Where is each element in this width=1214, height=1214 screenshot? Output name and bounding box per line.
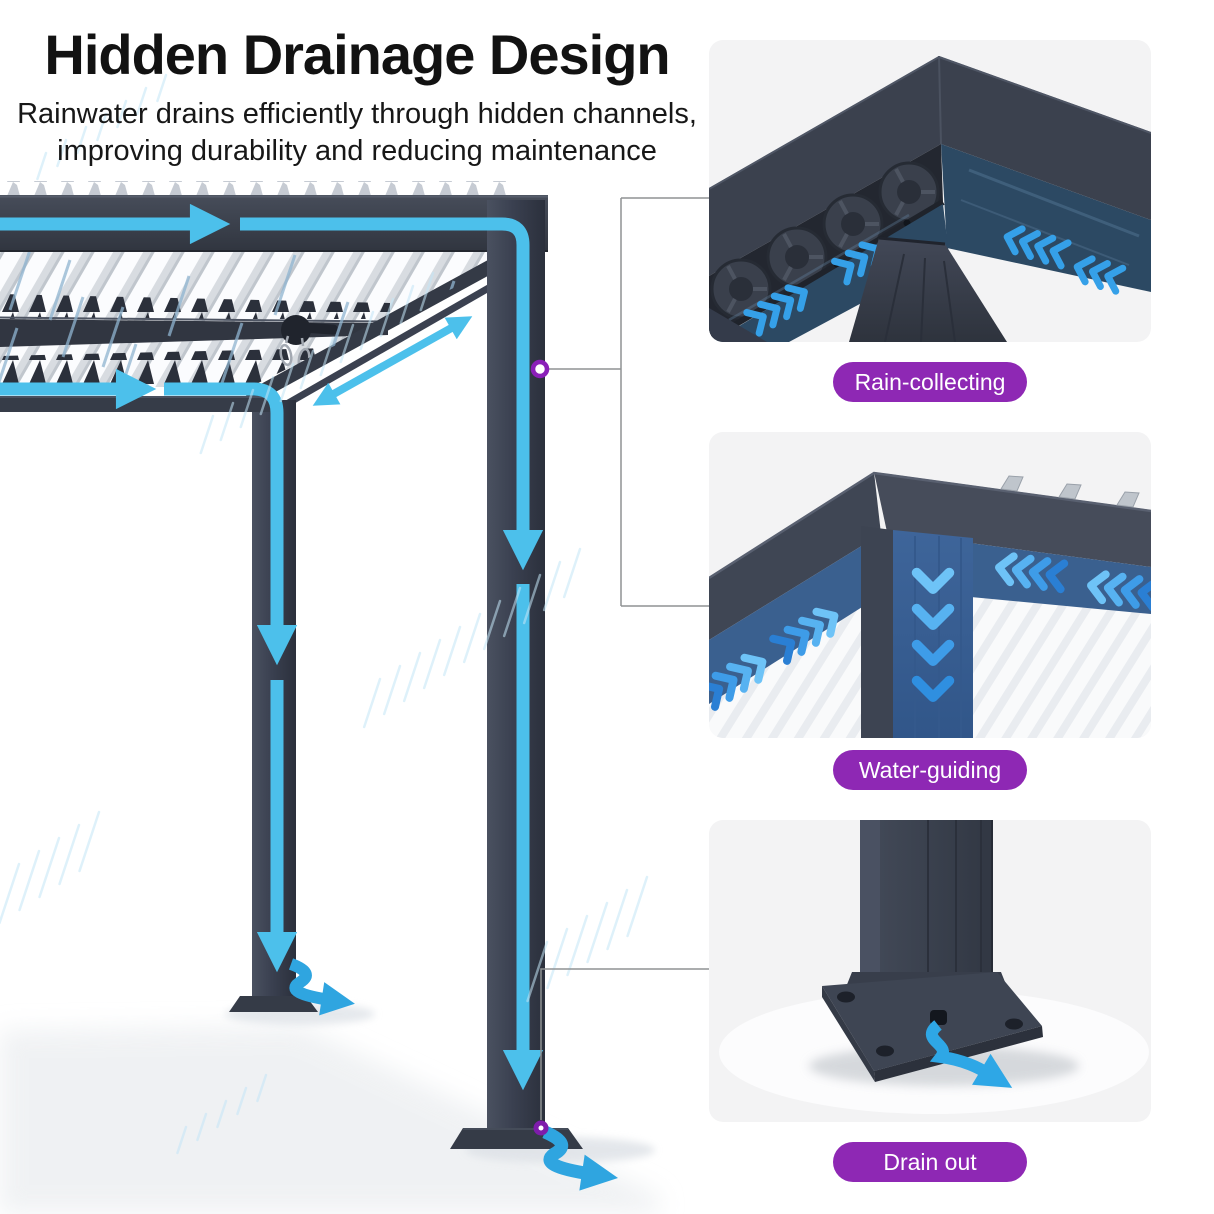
drain-out-arrow	[925, 1020, 1013, 1088]
roof-corner-beams	[709, 56, 1151, 276]
callout-panel-rain-collecting	[709, 40, 1151, 342]
louver-tips	[1000, 475, 1140, 508]
badge-rain-collecting: Rain-collecting	[833, 362, 1027, 402]
page-subtitle-line2: improving durability and reducing mainte…	[57, 135, 657, 167]
header: Hidden Drainage Design Rainwater drains …	[0, 24, 714, 170]
callout-panel-water-guiding	[709, 432, 1151, 738]
drain-out-illustration	[719, 820, 1149, 1114]
page-title: Hidden Drainage Design	[44, 23, 670, 86]
right-beam	[874, 472, 1151, 567]
bolt-hole	[1005, 1018, 1023, 1030]
connector-ring-marker	[530, 359, 550, 379]
front-beam	[0, 396, 276, 412]
right-post	[487, 200, 545, 1133]
bolt-hole	[876, 1045, 894, 1057]
post	[844, 820, 1009, 992]
flow-top-corner	[240, 217, 544, 571]
louver-pivot-wheels	[710, 161, 940, 320]
post-water-channel	[893, 530, 973, 738]
left-beam	[709, 472, 881, 640]
ground-shadow	[0, 1003, 660, 1214]
rain-collecting-illustration	[709, 55, 1151, 342]
corner-post	[849, 238, 1007, 342]
badge-drain-out: Drain out	[833, 1142, 1027, 1182]
gutter-flow-chevrons	[743, 225, 1127, 337]
drain-squiggle-right	[542, 1126, 619, 1191]
rain-streaks	[0, 73, 649, 1155]
left-post-base	[229, 996, 318, 1012]
page-subtitle-line1: Rainwater drains efficiently through hid…	[17, 98, 697, 130]
channel-flow-chevrons	[709, 552, 1151, 711]
water-guiding-illustration	[709, 471, 1151, 738]
bolt-hole	[837, 991, 855, 1003]
pergola-frame	[0, 181, 583, 1149]
badge-water-guiding: Water-guiding	[833, 750, 1027, 790]
connector-dot-marker	[533, 1120, 549, 1136]
span-double-arrow	[312, 316, 473, 406]
louver-serrations	[0, 294, 390, 387]
drain-squiggle-left	[288, 958, 355, 1016]
base-plate	[822, 972, 1043, 1082]
connector-lines	[540, 197, 710, 1120]
callout-panel-drain-out	[709, 820, 1151, 1122]
louver-tips-row	[0, 181, 506, 195]
